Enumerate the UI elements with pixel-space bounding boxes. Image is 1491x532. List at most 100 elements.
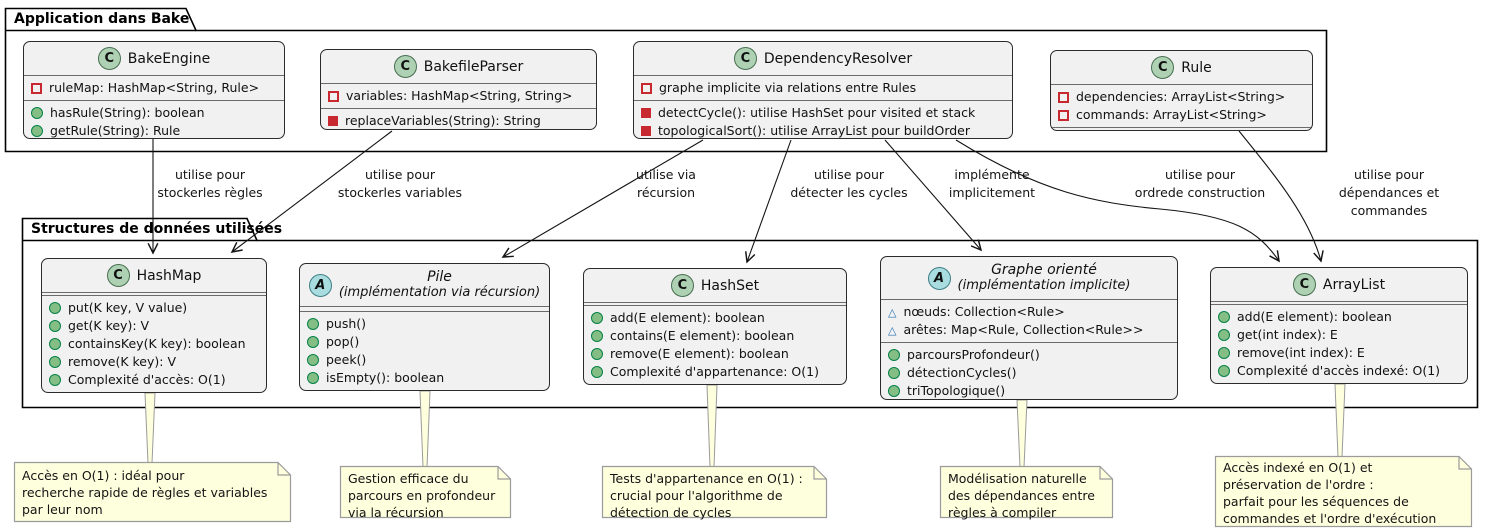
methods-compartment: hasRule(String): boolean getRule(String)… <box>24 100 284 138</box>
public-method-icon <box>49 374 61 386</box>
method-text: peek() <box>326 352 367 367</box>
private-field-icon <box>1058 91 1069 103</box>
method-text: Complexité d'accès: O(1) <box>68 372 226 387</box>
class-name: Graphe orienté <box>991 262 1097 278</box>
class-name: Rule <box>1181 59 1212 76</box>
class-name: ArrayList <box>1322 276 1386 293</box>
note-hashset-shape <box>601 465 828 519</box>
methods-compartment: add(E element): boolean get(int index): … <box>1211 304 1467 383</box>
method-row: getRule(String): Rule <box>31 123 277 138</box>
note-arraylist-text: Accès indexé en O(1) et préservation de … <box>1223 460 1437 526</box>
attribute-row: commands: ArrayList<String> <box>1058 107 1305 123</box>
method-text: put(K key, V value) <box>68 300 188 315</box>
package-app-title: Application dans Bake <box>14 11 190 27</box>
class-name: Pile <box>427 269 452 285</box>
attribute-row: △ nœuds: Collection<Rule> <box>888 304 1170 320</box>
method-row: pop() <box>307 334 542 350</box>
class-pile: A Pile (implémentation via récursion) pu… <box>299 263 550 391</box>
public-method-icon <box>49 302 61 314</box>
class-title-block: Graphe orienté (implémentation implicite… <box>958 262 1131 294</box>
attributes-compartment-empty <box>300 306 549 311</box>
attribute-row: graphe implicite via relations entre Rul… <box>641 80 1005 96</box>
attribute-row: dependencies: ArrayList<String> <box>1058 89 1305 105</box>
public-method-icon <box>49 338 61 350</box>
package-structures-title: Structures de données utilisées <box>31 221 283 237</box>
class-graphe-header: A Graphe orienté (implémentation implici… <box>881 257 1177 299</box>
arrow-resolver-hashset <box>745 139 792 264</box>
method-text: hasRule(String): boolean <box>50 105 205 120</box>
method-text: Complexité d'appartenance: O(1) <box>610 364 819 379</box>
note-connector-hashmap <box>144 392 156 464</box>
private-field-icon <box>328 90 339 102</box>
class-name: BakeEngine <box>127 50 211 67</box>
class-hashmap-header: C HashMap <box>42 259 266 292</box>
note-pile-text: Gestion efficace du parcours en profonde… <box>348 471 496 520</box>
arrow-resolver-arraylist <box>955 139 1280 263</box>
arrow-bakefileparser-hashmap <box>230 130 393 253</box>
method-text: getRule(String): Rule <box>50 123 181 138</box>
attributes-compartment: variables: HashMap<String, String> <box>321 83 596 108</box>
method-row: replaceVariables(String): String <box>328 113 589 129</box>
arrow-rule-arraylist <box>1238 130 1324 263</box>
attribute-text: nœuds: Collection<Rule> <box>903 304 1065 319</box>
class-dependencyresolver: C DependencyResolver graphe implicite vi… <box>633 41 1013 139</box>
methods-compartment: put(K key, V value) get(K key): V contai… <box>42 295 266 392</box>
attribute-text: arêtes: Map<Rule, Collection<Rule>> <box>903 322 1144 337</box>
public-method-icon <box>1218 347 1230 359</box>
method-row: detectCycle(): utilise HashSet pour visi… <box>641 105 1005 121</box>
private-method-icon <box>328 116 338 126</box>
class-arraylist: C ArrayList add(E element): boolean get(… <box>1210 267 1468 384</box>
class-name: BakefileParser <box>423 58 524 75</box>
methods-compartment: push() pop() peek() isEmpty(): boolean <box>300 311 549 390</box>
private-field-icon <box>641 82 652 94</box>
public-method-icon <box>307 318 319 330</box>
method-text: add(E element): boolean <box>1237 309 1392 324</box>
class-graphe-oriente: A Graphe orienté (implémentation implici… <box>880 256 1178 400</box>
class-icon: C <box>97 47 121 70</box>
note-graphe-fold <box>1099 466 1113 480</box>
private-field-icon <box>1058 109 1069 121</box>
class-icon: C <box>393 55 417 78</box>
method-text: push() <box>326 316 367 331</box>
method-text: remove(int index): E <box>1237 345 1365 360</box>
class-rule: C Rule dependencies: ArrayList<String> c… <box>1050 50 1313 131</box>
note-connector-graphe <box>1016 399 1028 468</box>
private-method-icon <box>641 108 651 118</box>
class-icon: C <box>106 264 130 287</box>
edge-label-stocker-regles: utilise pour stockerles règles <box>157 167 263 200</box>
note-hashmap-text: Accès en O(1) : idéal pour recherche rap… <box>22 468 268 517</box>
method-row: containsKey(K key): boolean <box>49 336 259 352</box>
method-row: contains(E element): boolean <box>591 328 839 344</box>
method-row: détectionCycles() <box>888 365 1170 381</box>
method-row: remove(E element): boolean <box>591 346 839 362</box>
note-hashset-text: Tests d'appartenance en O(1) : crucial p… <box>610 471 803 520</box>
attribute-text: dependencies: ArrayList<String> <box>1076 89 1286 104</box>
package-field-icon: △ <box>888 323 897 337</box>
attributes-compartment-empty <box>42 292 266 295</box>
class-icon: C <box>1292 273 1316 296</box>
note-hashmap-shape <box>13 461 292 523</box>
methods-compartment: parcoursProfondeur() détectionCycles() t… <box>881 342 1177 399</box>
methods-compartment: replaceVariables(String): String <box>321 108 596 129</box>
package-field-icon: △ <box>888 305 897 319</box>
class-subtitle: (implémentation implicite) <box>957 278 1131 293</box>
class-name: HashSet <box>700 277 760 294</box>
method-text: detectCycle(): utilise HashSet pour visi… <box>658 105 976 120</box>
attribute-text: graphe implicite via relations entre Rul… <box>659 80 917 95</box>
method-text: triTopologique() <box>907 383 1006 398</box>
attribute-text: ruleMap: HashMap<String, Rule> <box>49 80 260 95</box>
class-icon: C <box>733 47 757 70</box>
class-arraylist-header: C ArrayList <box>1211 268 1467 301</box>
methods-compartment: detectCycle(): utilise HashSet pour visi… <box>634 100 1012 138</box>
attribute-row: variables: HashMap<String, String> <box>328 88 589 104</box>
public-method-icon <box>49 320 61 332</box>
method-row: Complexité d'accès: O(1) <box>49 372 259 388</box>
class-bakefileparser: C BakefileParser variables: HashMap<Stri… <box>320 49 597 130</box>
methods-compartment-empty <box>1051 127 1312 130</box>
method-text: Complexité d'accès indexé: O(1) <box>1237 363 1441 378</box>
method-row: remove(int index): E <box>1218 345 1460 361</box>
note-pile-shape <box>339 465 512 519</box>
edge-label-ordre-construction: utilise pour ordrede construction <box>1134 167 1266 200</box>
class-icon: C <box>1151 56 1175 79</box>
private-method-icon <box>641 126 651 136</box>
